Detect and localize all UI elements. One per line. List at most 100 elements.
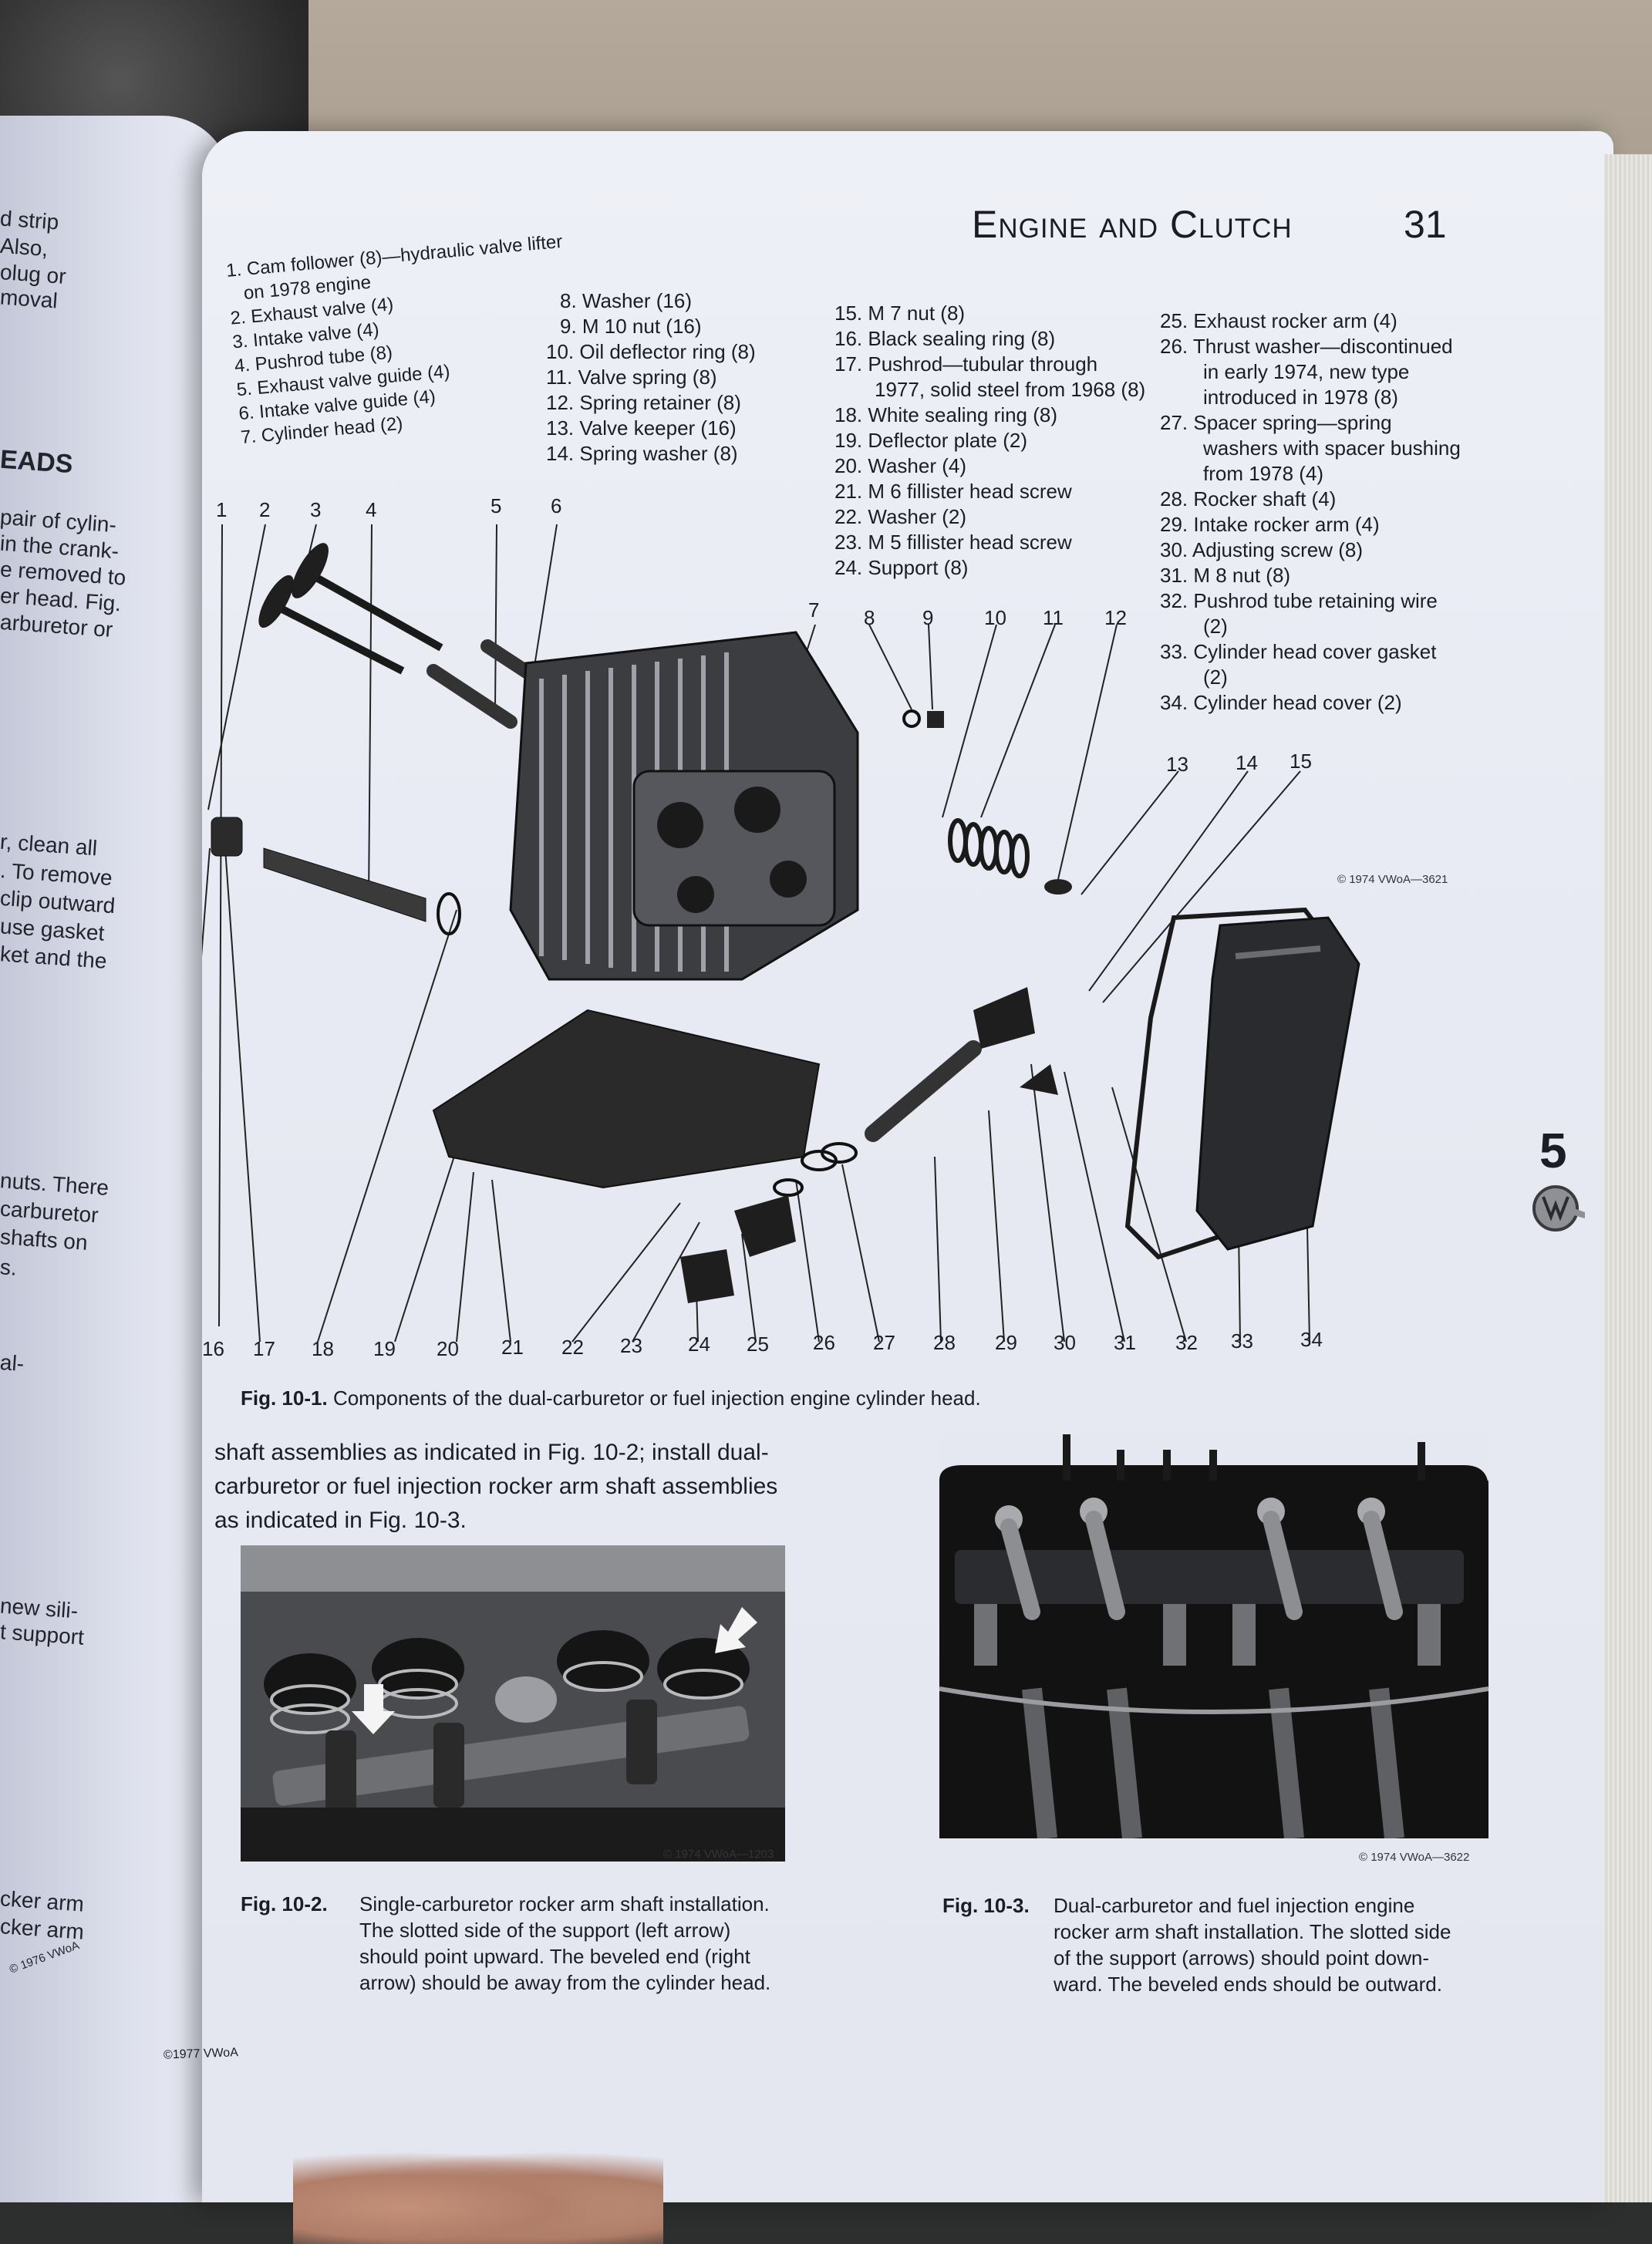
callout-15: 15 bbox=[1290, 750, 1312, 773]
legend-item: washers with spacer bushing bbox=[1203, 436, 1461, 460]
callout-20: 20 bbox=[437, 1337, 459, 1360]
fig3-photo bbox=[939, 1434, 1488, 1838]
left-page-line: ket and the bbox=[0, 942, 108, 973]
callout-7: 7 bbox=[808, 598, 819, 622]
legend-item: 12. Spring retainer (8) bbox=[546, 391, 741, 414]
left-arrow bbox=[352, 1684, 395, 1734]
bottom-callouts: 16 17 18 19 20 21 22 23 24 25 26 27 28 2… bbox=[202, 1328, 1323, 1360]
right-arrow bbox=[715, 1607, 757, 1653]
body-paragraph: shaft assemblies as indicated in Fig. 10… bbox=[214, 1440, 778, 1533]
left-page-line: t support bbox=[0, 1619, 85, 1649]
legend-column-1: 1. Cam follower (8)—hydraulic valve lift… bbox=[225, 230, 578, 450]
intake-valve-head bbox=[258, 574, 294, 628]
exploded-diagram: 1 2 3 4 5 6 7 8 9 10 11 12 13 14 15 16 1… bbox=[202, 494, 1360, 1360]
fig1-text: Components of the dual-carburetor or fue… bbox=[332, 1386, 981, 1410]
callout-32: 32 bbox=[1175, 1331, 1198, 1354]
fig2-label: Fig. 10-2. bbox=[241, 1892, 328, 1915]
fig2-credit: © 1974 VWoA—1203 bbox=[663, 1848, 774, 1861]
left-page-line: moval bbox=[0, 285, 59, 313]
cam-follower-part bbox=[211, 817, 243, 857]
callout-2: 2 bbox=[259, 498, 270, 521]
legend-item: 14. Spring washer (8) bbox=[546, 442, 738, 465]
page-edge bbox=[1604, 154, 1652, 2202]
fig3-line: Dual-carburetor and fuel injection engin… bbox=[1054, 1894, 1415, 1917]
legend-item: 26. Thrust washer—discontinued bbox=[1160, 335, 1453, 358]
callout-6: 6 bbox=[551, 494, 561, 517]
fig2-photo bbox=[241, 1545, 785, 1862]
page-copyright: ©1977 VWoA bbox=[163, 2046, 239, 2062]
exhaust-valve-stem bbox=[315, 574, 443, 652]
fig3-credit: © 1974 VWoA—3622 bbox=[1359, 1851, 1470, 1864]
legend-item: 15. M 7 nut (8) bbox=[834, 302, 966, 325]
callout-19: 19 bbox=[373, 1337, 396, 1360]
left-page-line: olug or bbox=[0, 260, 67, 288]
left-page-line: d strip bbox=[0, 206, 60, 234]
sealing-ring-part bbox=[437, 892, 461, 935]
fig2-line: The slotted side of the support (left ar… bbox=[359, 1919, 731, 1942]
left-page-line: nuts. There bbox=[0, 1168, 110, 1200]
callout-22: 22 bbox=[561, 1336, 584, 1359]
legend-item: 28. Rocker shaft (4) bbox=[1160, 487, 1337, 510]
pushrod-tube-part bbox=[263, 847, 426, 922]
legend-column-4: 25. Exhaust rocker arm (4) 26. Thrust wa… bbox=[1160, 308, 1461, 716]
legend-item: 29. Intake rocker arm (4) bbox=[1160, 513, 1380, 536]
fig2-line: arrow) should be away from the cylinder … bbox=[359, 1971, 771, 1994]
left-page-line: Also, bbox=[0, 233, 49, 261]
legend-item: (2) bbox=[1203, 615, 1228, 638]
legend-item: 27. Spacer spring—spring bbox=[1160, 411, 1392, 434]
page-header-title: Engine and Clutch bbox=[972, 203, 1293, 246]
fig2-caption: Fig. 10-2. Single-carburetor rocker arm … bbox=[241, 1891, 770, 1996]
intake-valve-stem bbox=[280, 605, 405, 675]
legend-item: 33. Cylinder head cover gasket bbox=[1160, 640, 1437, 663]
rocker-shaft-assembly bbox=[680, 987, 1058, 1303]
callout-29: 29 bbox=[995, 1331, 1017, 1354]
callout-5: 5 bbox=[491, 494, 501, 517]
callout-33: 33 bbox=[1231, 1329, 1253, 1353]
callout-27: 27 bbox=[873, 1331, 895, 1354]
callout-17: 17 bbox=[253, 1337, 275, 1360]
legend-item: 13. Valve keeper (16) bbox=[546, 416, 737, 440]
legend-item: 31. M 8 nut (8) bbox=[1160, 564, 1291, 587]
legend-item: 17. Pushrod—tubular through bbox=[834, 352, 1098, 376]
legend-item: 10. Oil deflector ring (8) bbox=[546, 340, 756, 363]
left-page-line: r, clean all bbox=[0, 829, 99, 861]
fig1-credit: © 1974 VWoA—3621 bbox=[1337, 873, 1448, 886]
left-page-line: clip outward bbox=[0, 885, 116, 918]
legend-item: 11. Valve spring (8) bbox=[546, 366, 717, 389]
cover-highlight bbox=[1235, 945, 1321, 959]
legend-item: 23. M 5 fillister head screw bbox=[834, 531, 1072, 554]
legend-item: 18. White sealing ring (8) bbox=[834, 403, 1058, 426]
left-page-line: EADS bbox=[0, 444, 74, 480]
callout-28: 28 bbox=[933, 1331, 956, 1354]
legend-item: 16. Black sealing ring (8) bbox=[834, 327, 1056, 350]
left-page-line: © 1976 VWoA bbox=[7, 1939, 82, 1976]
legend-item: (2) bbox=[1203, 665, 1228, 689]
legend-item: introduced in 1978 (8) bbox=[1203, 386, 1398, 409]
cylinder-head bbox=[509, 631, 859, 981]
legend-item: 19. Deflector plate (2) bbox=[834, 429, 1028, 452]
left-page-line: new sili- bbox=[0, 1593, 79, 1623]
legend-column-2: 8. Washer (16) 9. M 10 nut (16) 10. Oil … bbox=[546, 288, 756, 467]
legend-item: 25. Exhaust rocker arm (4) bbox=[1160, 309, 1397, 332]
callout-23: 23 bbox=[620, 1334, 642, 1357]
fig3-line: of the support (arrows) should point dow… bbox=[1054, 1946, 1430, 1969]
valve-guide-short bbox=[426, 664, 518, 729]
legend-item: 1977, solid steel from 1968 (8) bbox=[875, 378, 1146, 401]
legend-item: 32. Pushrod tube retaining wire bbox=[1160, 589, 1438, 612]
callout-30: 30 bbox=[1054, 1331, 1076, 1354]
legend-item: 21. M 6 fillister head screw bbox=[834, 480, 1072, 503]
legend-item: 9. M 10 nut (16) bbox=[560, 315, 702, 338]
callout-18: 18 bbox=[312, 1337, 334, 1360]
fig3-line: rocker arm shaft installation. The slott… bbox=[1054, 1920, 1451, 1943]
thumb bbox=[293, 2151, 663, 2244]
legend-item: 34. Cylinder head cover (2) bbox=[1160, 691, 1402, 714]
callout-21: 21 bbox=[501, 1336, 524, 1359]
fig1-caption: Fig. 10-1. Components of the dual-carbur… bbox=[241, 1385, 981, 1411]
fig1-label: Fig. 10-1. bbox=[241, 1386, 328, 1410]
page-number: 31 bbox=[1404, 203, 1447, 246]
pushrod-assembly bbox=[211, 817, 461, 935]
fig2-line: should point upward. The beveled end (ri… bbox=[359, 1945, 750, 1968]
legend-item: 24. Support (8) bbox=[834, 556, 969, 579]
valve-springs bbox=[948, 818, 1030, 878]
